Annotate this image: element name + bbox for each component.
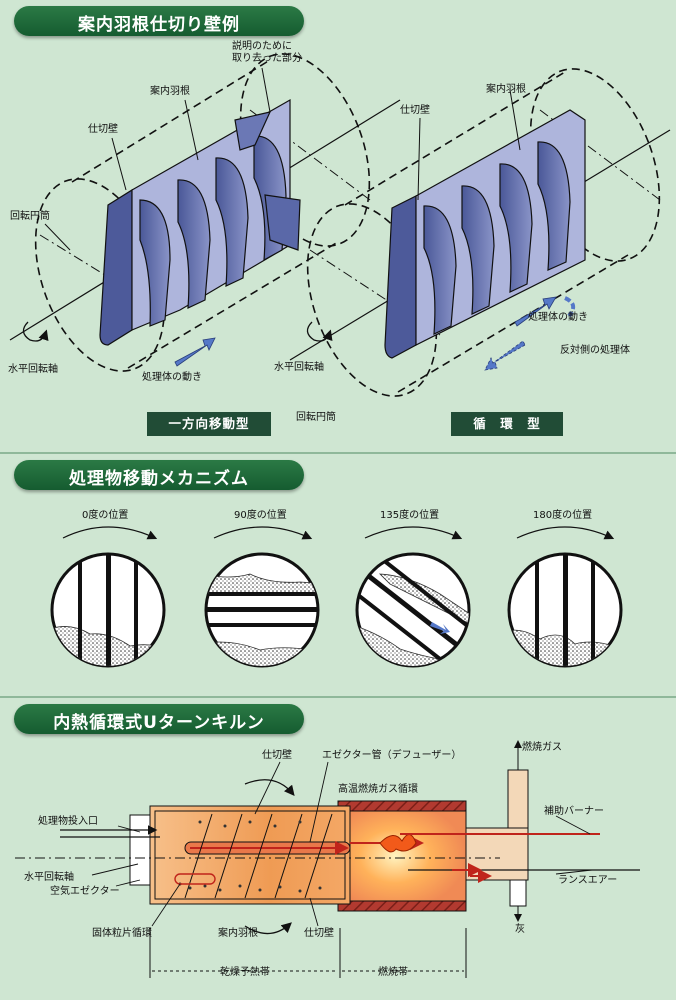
label-partition-left: 仕切壁 bbox=[88, 122, 118, 135]
divider-1 bbox=[0, 452, 676, 454]
label-position-180: 180度の位置 bbox=[533, 508, 592, 521]
label-partition-bottom: 仕切壁 bbox=[304, 926, 334, 939]
label-rotary-drum-left: 回転円筒 bbox=[10, 209, 50, 222]
section-banner-kiln: 内熱循環式Uターンキルン bbox=[14, 704, 304, 734]
divider-2 bbox=[0, 696, 676, 698]
label-hot-gas-circulation: 高温燃焼ガス循環 bbox=[338, 782, 418, 795]
mechanism-position-135 bbox=[355, 526, 471, 668]
section-title: 案内羽根仕切り壁例 bbox=[78, 15, 240, 35]
label-cutaway-line1: 説明のために取り去った部分 bbox=[232, 39, 302, 64]
label-guide-vane: 案内羽根 bbox=[218, 926, 258, 939]
label-partition-right: 仕切壁 bbox=[400, 103, 430, 116]
label-position-0: 0度の位置 bbox=[82, 508, 128, 521]
label-position-90: 90度の位置 bbox=[234, 508, 287, 521]
label-motion-left: 処理体の動き bbox=[142, 370, 202, 383]
label-combustion-zone: 燃焼帯 bbox=[378, 965, 408, 978]
label-ash: 灰 bbox=[515, 922, 525, 935]
label-position-135: 135度の位置 bbox=[380, 508, 439, 521]
label-drying-zone: 乾燥予熱帯 bbox=[220, 965, 270, 978]
section-banner-guide-vane: 案内羽根仕切り壁例 bbox=[14, 6, 304, 36]
section-title: 処理物移動メカニズム bbox=[69, 469, 249, 489]
section-mechanism: 処理物移動メカニズム bbox=[0, 454, 676, 696]
label-horizontal-axis: 水平回転軸 bbox=[24, 870, 74, 883]
label-solid-circulation: 固体粒片循環 bbox=[92, 926, 152, 939]
right-drum bbox=[289, 68, 671, 397]
left-drum bbox=[9, 53, 401, 372]
label-horizontal-axis-right: 水平回転軸 bbox=[274, 360, 324, 373]
mechanism-position-0 bbox=[50, 526, 166, 668]
section-kiln: 内熱循環式Uターンキルン bbox=[0, 698, 676, 1000]
mechanism-position-180 bbox=[507, 526, 623, 668]
label-guide-vane-left: 案内羽根 bbox=[150, 84, 190, 97]
label-aux-burner: 補助バーナー bbox=[544, 804, 604, 817]
label-air-ejector: 空気エゼクター bbox=[50, 884, 120, 897]
label-ejector-pipe: エゼクター管（デフューザー） bbox=[322, 748, 461, 761]
label-rotary-drum-bottom: 回転円筒 bbox=[296, 410, 336, 423]
label-partition-top: 仕切壁 bbox=[262, 748, 292, 761]
label-combustion-gas: 燃焼ガス bbox=[522, 740, 562, 753]
type-tag-circulation: 循 環 型 bbox=[451, 412, 563, 436]
label-horizontal-axis-left: 水平回転軸 bbox=[8, 362, 58, 375]
mechanism-position-90 bbox=[204, 526, 320, 668]
label-feed-inlet: 処理物投入口 bbox=[38, 814, 98, 827]
label-motion-right: 処理体の動き bbox=[528, 310, 588, 323]
type-tag-one-way: 一方向移動型 bbox=[147, 412, 271, 436]
label-lance-air: ランスエアー bbox=[558, 874, 617, 886]
mechanism-diagram: 0度の位置 90度の位置 135度の位置 180度の位置 bbox=[50, 508, 623, 668]
guide-vane-diagram: 説明のために取り去った部分 案内羽根 仕切壁 回転円筒 水平回転軸 処理体の動き… bbox=[8, 39, 671, 423]
section-banner-mechanism: 処理物移動メカニズム bbox=[14, 460, 304, 490]
section-title: 内熱循環式Uターンキルン bbox=[53, 713, 265, 733]
kiln-diagram: 燃焼ガス 仕切壁 エゼクター管（デフューザー） 高温燃焼ガス循環 補助バーナー … bbox=[15, 740, 640, 978]
label-opposite-side: 反対側の処理体 bbox=[560, 343, 630, 356]
label-guide-vane-right: 案内羽根 bbox=[486, 82, 526, 95]
section-guide-vane: 案内羽根仕切り壁例 bbox=[0, 0, 676, 452]
